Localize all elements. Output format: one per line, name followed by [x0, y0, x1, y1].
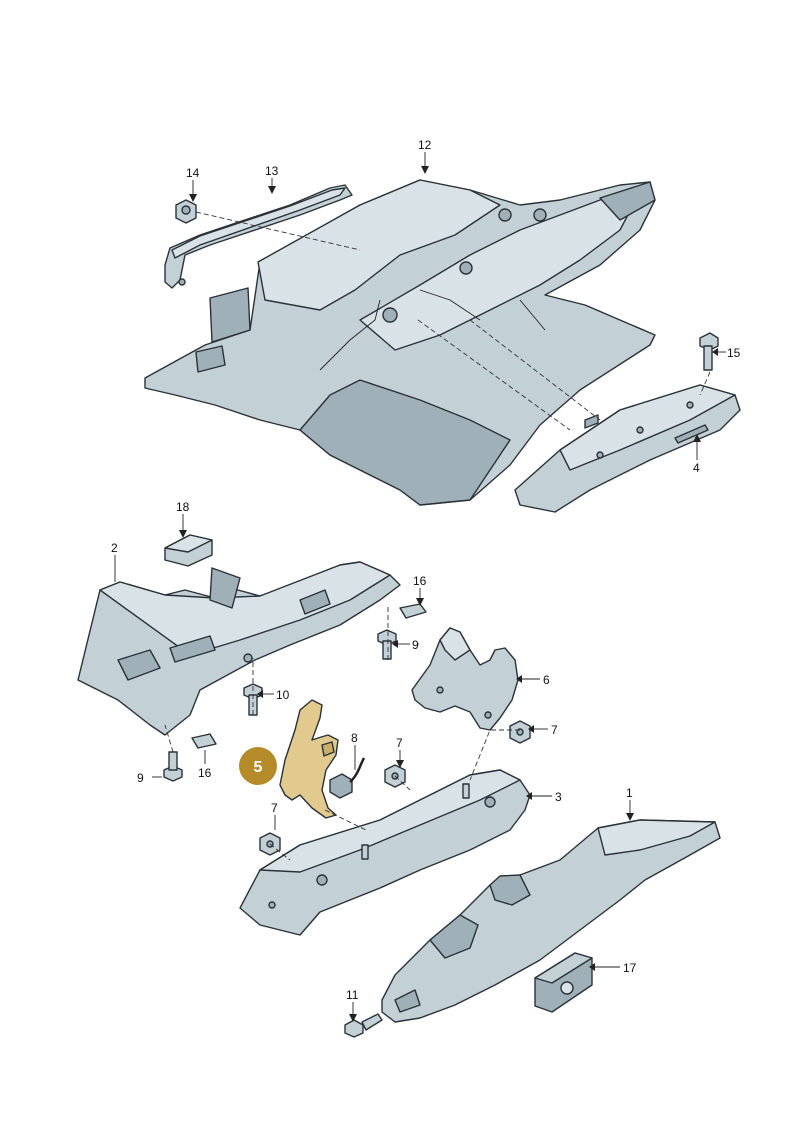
callout-18: 18	[176, 500, 190, 514]
part-8-cable	[329, 757, 366, 799]
part-1-bottom-carrier	[381, 819, 721, 1023]
part-16-clip-lower	[191, 733, 217, 749]
callout-9-lower: 9	[137, 771, 144, 785]
part-9-bolt-upper	[377, 629, 397, 660]
callout-3: 3	[555, 790, 562, 804]
assembly-lines	[164, 211, 711, 861]
part-13-trim-strip	[164, 184, 353, 289]
callout-7-right: 7	[551, 723, 558, 737]
callout-16-lower: 16	[198, 766, 212, 780]
part-5-highlighted-bracket	[279, 699, 339, 819]
part-6-bracket	[411, 627, 519, 731]
callout-9-upper: 9	[412, 638, 419, 652]
part-12-glovebox-housing	[144, 179, 656, 506]
part-18-switch	[164, 534, 213, 567]
part-9-bolt-lower	[163, 751, 183, 782]
part-16-clip-upper	[399, 603, 427, 619]
callout-6: 6	[543, 673, 550, 687]
callout-11: 11	[346, 988, 359, 1002]
part-3-lower-lid	[239, 769, 531, 936]
highlight-badge-label: 5	[254, 759, 263, 776]
highlight-badge-5[interactable]: 5	[239, 747, 277, 785]
callout-labels: 12 13 14 15 4 18 2 16 9 10 6 7 8 7 3 1 1…	[111, 138, 741, 1002]
part-2-lower-panel	[77, 561, 401, 736]
callout-leaders	[114, 152, 726, 1022]
callout-16-upper: 16	[413, 574, 427, 588]
part-15-bolt	[699, 332, 719, 371]
callout-2: 2	[111, 541, 118, 555]
callout-4: 4	[693, 461, 700, 475]
part-14-nut	[175, 199, 197, 224]
callout-12: 12	[418, 138, 432, 152]
callout-7-middle: 7	[396, 736, 403, 750]
part-17-switch	[534, 952, 593, 1013]
callout-13: 13	[265, 164, 279, 178]
part-4-upper-cover	[514, 384, 741, 513]
callout-8: 8	[351, 731, 358, 745]
part-7-nut-right	[509, 720, 531, 744]
callout-7-left: 7	[271, 801, 278, 815]
callout-10: 10	[276, 688, 290, 702]
part-11-bolt	[344, 1013, 383, 1038]
callout-1: 1	[626, 786, 633, 800]
callout-15: 15	[727, 346, 741, 360]
callout-17: 17	[623, 961, 637, 975]
callout-14: 14	[186, 166, 200, 180]
